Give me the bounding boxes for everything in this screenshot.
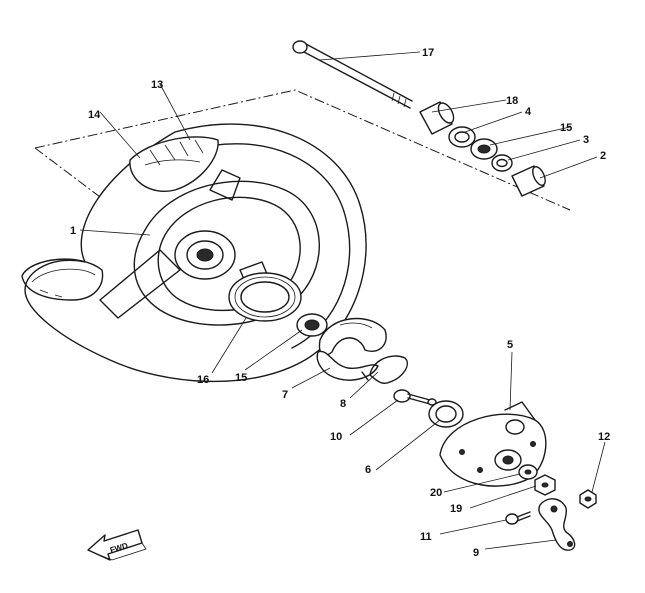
callout-1: 1 — [70, 225, 76, 237]
bolt-11 — [505, 511, 531, 525]
forward-arrow: FWD — [87, 529, 147, 561]
callout-labels: 1 2 3 4 5 6 7 8 9 10 11 12 13 14 15 15 1… — [70, 47, 610, 559]
nut-12 — [579, 489, 597, 509]
callout-11: 11 — [420, 531, 432, 543]
washer-3 — [491, 154, 513, 172]
callout-14: 14 — [88, 109, 101, 121]
brake-arm — [538, 498, 576, 551]
leader-lines — [79, 51, 606, 550]
callout-10: 10 — [330, 431, 342, 443]
axle — [292, 40, 413, 109]
bearing-15-left — [296, 313, 328, 337]
callout-12: 12 — [598, 431, 610, 443]
callout-9: 9 — [473, 547, 479, 559]
callout-2: 2 — [600, 150, 606, 162]
callout-7: 7 — [282, 389, 288, 401]
callout-19: 19 — [450, 503, 462, 515]
oil-seal-4 — [448, 126, 476, 148]
assembly-frame — [34, 89, 571, 213]
inner-tube — [129, 136, 219, 192]
oil-seal-6 — [428, 400, 464, 428]
callout-4: 4 — [525, 106, 532, 118]
callout-16: 16 — [197, 374, 209, 386]
bearing-15-right — [470, 138, 498, 160]
brake-spring — [361, 355, 408, 384]
collar-2 — [511, 165, 546, 197]
callout-5: 5 — [507, 339, 513, 351]
spacer-18 — [419, 101, 455, 135]
callout-13: 13 — [151, 79, 163, 91]
brake-cam — [393, 389, 437, 406]
bearing-16 — [228, 272, 302, 322]
callout-8: 8 — [340, 398, 346, 410]
brake-panel — [439, 401, 547, 487]
callout-6: 6 — [365, 464, 371, 476]
callout-15-right: 15 — [560, 122, 572, 134]
callout-17: 17 — [422, 47, 434, 59]
nut-19 — [534, 474, 556, 496]
callout-18: 18 — [506, 95, 518, 107]
callout-15-left: 15 — [235, 372, 247, 384]
callout-20: 20 — [430, 487, 442, 499]
washer-20 — [518, 464, 538, 480]
callout-3: 3 — [583, 134, 589, 146]
